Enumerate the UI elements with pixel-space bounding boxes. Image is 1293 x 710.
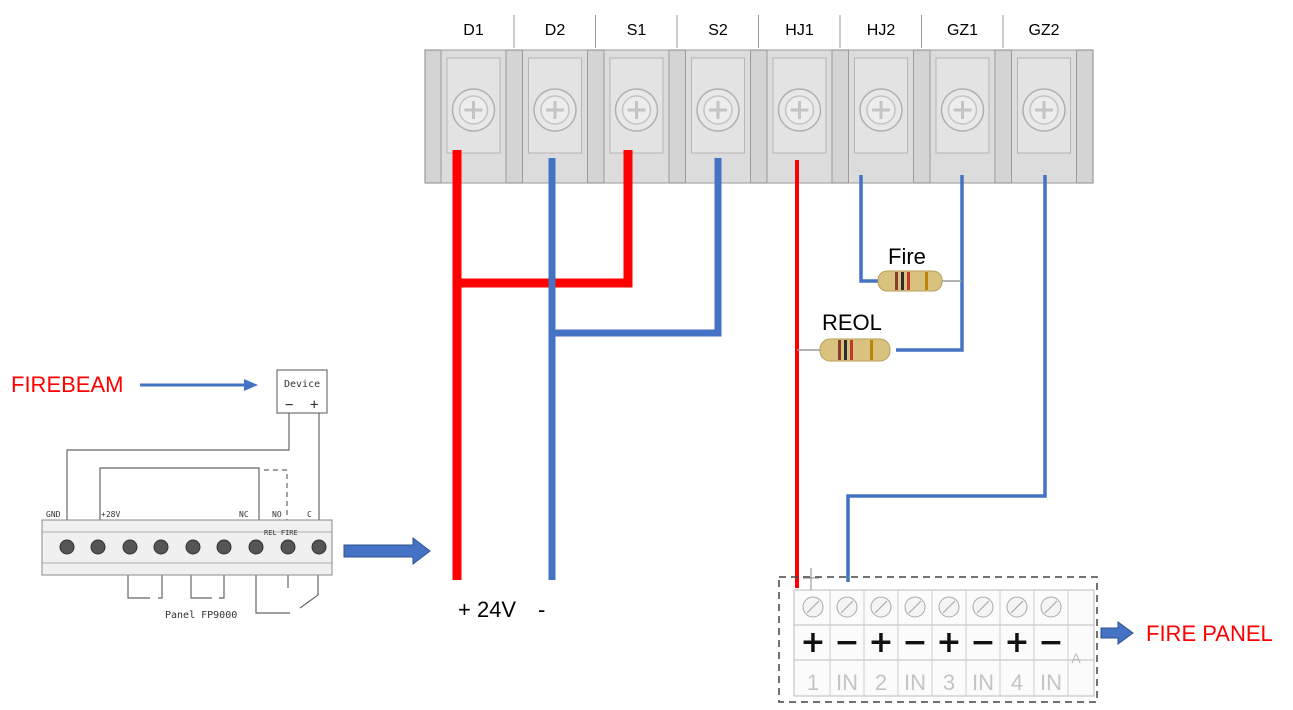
fire-panel-terminal: − IN bbox=[965, 590, 996, 696]
fp9000-screw bbox=[185, 539, 201, 555]
fire-panel-polarity: + bbox=[868, 625, 893, 660]
device-minus-label: − bbox=[285, 397, 293, 413]
fp9000-wiring bbox=[66, 413, 320, 614]
fp9000-pin-label: NC bbox=[239, 510, 249, 519]
fp9000-screw bbox=[122, 539, 138, 555]
wire-hj2 bbox=[859, 175, 880, 283]
terminal-d1 bbox=[440, 49, 507, 184]
device-plus-label: + bbox=[310, 397, 318, 413]
resistor-fire bbox=[877, 270, 943, 292]
fire-panel-terminal: +4 bbox=[999, 590, 1030, 696]
fp9000-output-arrow-icon bbox=[343, 536, 431, 566]
terminal-d2 bbox=[522, 49, 588, 184]
terminal-label: HJ1 bbox=[785, 22, 814, 39]
terminal-hj1 bbox=[766, 49, 833, 184]
fire-panel-polarity: + bbox=[1004, 625, 1029, 660]
fire-panel-input: IN bbox=[972, 670, 994, 695]
fire-panel-input: 1 bbox=[807, 670, 819, 695]
fire-panel-input: IN bbox=[1040, 670, 1062, 695]
fp9000-screw bbox=[153, 539, 169, 555]
fire-panel-polarity: − bbox=[1038, 625, 1063, 660]
wire-positive-s1 bbox=[457, 150, 633, 288]
fp9000-screw bbox=[90, 539, 106, 555]
fire-panel-input: 3 bbox=[943, 670, 955, 695]
fp9000-screw bbox=[248, 539, 264, 555]
fire-panel-terminal: +3 bbox=[931, 590, 962, 696]
fire-panel-terminal: A bbox=[1067, 590, 1081, 696]
fire-panel-tail: A bbox=[1071, 650, 1081, 666]
terminal-label: S2 bbox=[708, 22, 728, 39]
terminal-label: GZ2 bbox=[1028, 22, 1059, 39]
wire-gz2 bbox=[846, 175, 1047, 582]
wire-negative-s2 bbox=[552, 158, 722, 337]
firebeam-arrow-icon bbox=[140, 379, 258, 391]
resistor-reol bbox=[819, 338, 891, 362]
fire-panel-input: IN bbox=[904, 670, 926, 695]
firebeam-label: FIREBEAM bbox=[11, 372, 123, 397]
terminal-s1 bbox=[603, 49, 670, 184]
terminal-label: D1 bbox=[463, 22, 484, 39]
fire-panel-polarity: + bbox=[800, 625, 825, 660]
fp9000-pin-label: GND bbox=[46, 510, 61, 519]
fire-panel-label: FIRE PANEL bbox=[1146, 621, 1273, 646]
fp9000-screw bbox=[280, 539, 296, 555]
terminal-block: D1 D2 S1 S2 HJ1 HJ2 GZ1 GZ2 bbox=[424, 15, 1094, 184]
wire-gz1 bbox=[896, 175, 964, 352]
device-label: Device bbox=[284, 379, 320, 390]
terminal-hj2 bbox=[848, 49, 914, 184]
terminal-label: HJ2 bbox=[867, 22, 896, 39]
wires bbox=[452, 150, 1047, 588]
fire-panel-polarity: + bbox=[936, 625, 961, 660]
fp9000-screw bbox=[216, 539, 232, 555]
fire-panel-terminal: − IN bbox=[1033, 590, 1064, 696]
fp9000-pin-label: +28V bbox=[101, 510, 120, 519]
fp9000-sublabel: REL FIRE bbox=[264, 529, 298, 537]
terminal-label: D2 bbox=[545, 22, 566, 39]
fire-panel-terminal: − IN bbox=[897, 590, 928, 696]
fire-panel-input: 2 bbox=[875, 670, 887, 695]
terminal-gz2 bbox=[1011, 49, 1077, 184]
fire-panel-polarity: − bbox=[834, 625, 859, 660]
supply-negative-label: - bbox=[538, 597, 545, 622]
fire-panel-arrow-icon bbox=[1100, 621, 1134, 645]
fire-panel-polarity: − bbox=[902, 625, 927, 660]
fire-panel-input: IN bbox=[836, 670, 858, 695]
fire-panel-polarity: − bbox=[970, 625, 995, 660]
terminal-gz1 bbox=[929, 49, 996, 184]
fire-panel-block: +1−IN+2−IN+3−IN+4−INA bbox=[778, 568, 1098, 703]
fp9000-pin-label: NO bbox=[272, 510, 282, 519]
fp9000-screw bbox=[59, 539, 75, 555]
fire-panel-terminal: − IN bbox=[829, 590, 860, 696]
resistor-fire-label: Fire bbox=[888, 244, 926, 269]
fp9000-screw bbox=[311, 539, 327, 555]
fire-panel-terminal: +2 bbox=[863, 590, 894, 696]
supply-positive-label: + 24V bbox=[458, 597, 516, 622]
fp9000-strip bbox=[41, 519, 333, 576]
fire-panel-input: 4 bbox=[1011, 670, 1023, 695]
terminal-label: S1 bbox=[627, 22, 647, 39]
resistor-reol-label: REOL bbox=[822, 310, 882, 335]
fp9000-pin-label: C bbox=[307, 510, 312, 519]
fp9000-label: Panel FP9000 bbox=[165, 610, 237, 621]
fire-panel-terminal: +1 bbox=[800, 596, 826, 695]
device-box bbox=[276, 369, 328, 414]
terminal-label: GZ1 bbox=[947, 22, 978, 39]
